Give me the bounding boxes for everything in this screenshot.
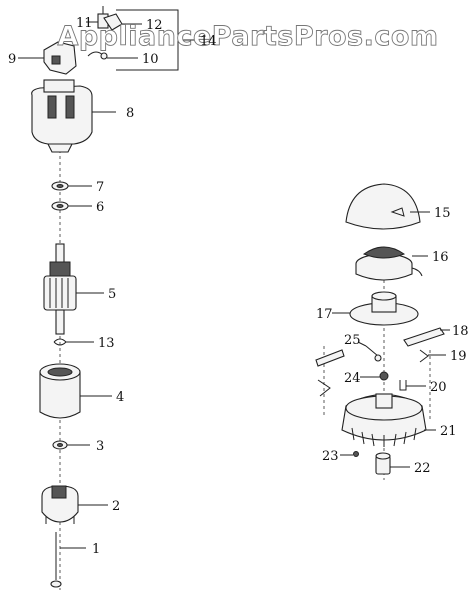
- part-18-cutter-blade: [403, 327, 445, 347]
- part-25-pin: [365, 345, 382, 362]
- label-part-23: 23: [322, 449, 339, 464]
- part-9-brush-holder: [43, 41, 77, 75]
- label-part-25: 25: [344, 333, 361, 348]
- part-23-screw: [353, 451, 359, 457]
- label-part-18: 18: [452, 324, 469, 339]
- part-10-wire-lead: [87, 51, 108, 60]
- part-5-armature: [43, 243, 77, 335]
- part-2-end-bell: [41, 485, 79, 524]
- label-part-14: 14: [200, 34, 217, 49]
- part-3-washer: [52, 440, 68, 450]
- label-part-8: 8: [126, 106, 134, 121]
- label-part-12: 12: [146, 18, 163, 33]
- label-part-22: 22: [414, 461, 431, 476]
- label-part-15: 15: [434, 206, 451, 221]
- part-22-nut-fitting: [375, 452, 391, 475]
- label-part-24: 24: [344, 371, 361, 386]
- label-part-17: 17: [316, 307, 333, 322]
- label-part-20: 20: [430, 380, 447, 395]
- label-part-7: 7: [96, 180, 104, 195]
- label-part-21: 21: [440, 424, 457, 439]
- label-part-3: 3: [96, 439, 104, 454]
- part-8-motor-housing: [31, 79, 93, 153]
- part-19-spring: [419, 349, 429, 363]
- label-part-4: 4: [116, 390, 124, 405]
- part-1-bolt: [50, 532, 62, 588]
- label-part-10: 10: [142, 52, 159, 67]
- label-part-19: 19: [450, 349, 467, 364]
- part-15-dome-cap: [345, 183, 421, 230]
- label-part-6: 6: [96, 200, 104, 215]
- label-part-11: 11: [76, 16, 93, 31]
- part-16-spool: [355, 246, 423, 281]
- watermark-text: AppliancePartsPros.com: [57, 21, 438, 52]
- part-7-washer: [51, 181, 69, 191]
- part-spring-left: [317, 379, 331, 397]
- part-20-clip: [399, 380, 407, 391]
- part-17-hub-plate: [349, 291, 419, 326]
- label-part-13: 13: [98, 336, 115, 351]
- part-6-washer: [51, 201, 69, 211]
- label-part-2: 2: [112, 499, 120, 514]
- label-part-1: 1: [92, 542, 100, 557]
- label-part-5: 5: [108, 287, 116, 302]
- part-4-stator: [39, 363, 81, 419]
- part-24-nut: [379, 371, 389, 381]
- label-part-16: 16: [432, 250, 449, 265]
- label-part-9: 9: [8, 52, 16, 67]
- leader-25: [357, 341, 367, 347]
- part-cutter-blade-left: [315, 349, 345, 367]
- part-21-base-housing: [341, 393, 427, 447]
